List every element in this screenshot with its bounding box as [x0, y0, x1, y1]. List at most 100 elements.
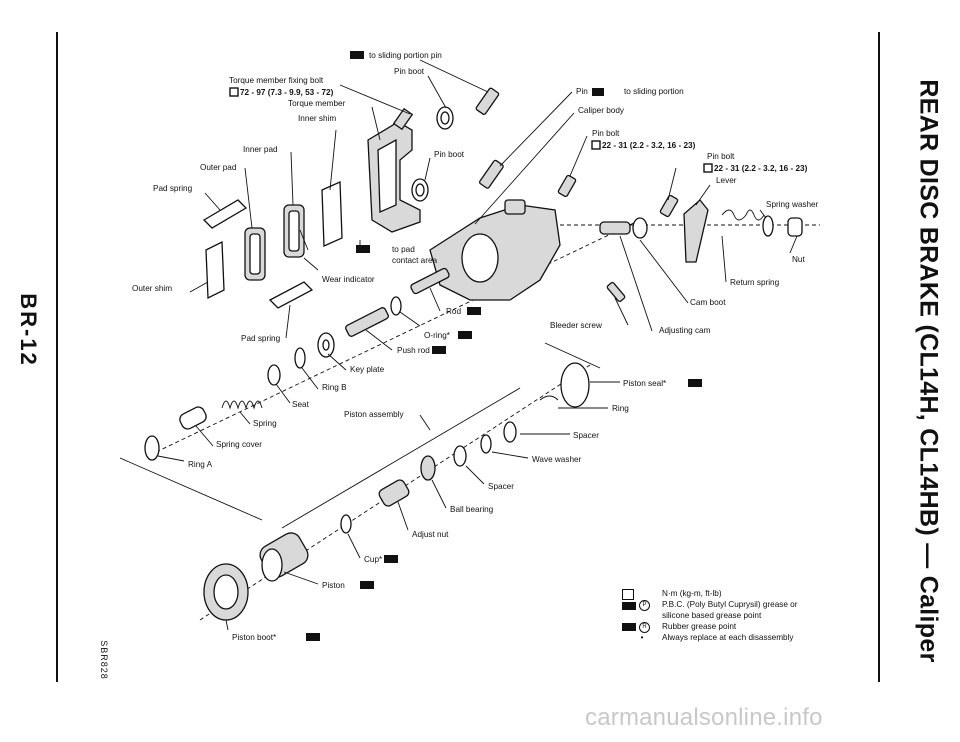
ball-bearing-part: [420, 455, 436, 481]
legend-text: Always replace at each disassembly: [662, 632, 794, 642]
torque-bolt-part: [392, 107, 414, 131]
label-return-spring: Return spring: [730, 278, 780, 287]
frame-top-edge: [544, 342, 601, 369]
grease-badge-icon: [350, 51, 364, 59]
ring-part: [539, 395, 559, 401]
cam-boot-part: [632, 217, 648, 239]
grease-badge-icon: [306, 633, 320, 641]
label-spring-cover: Spring cover: [216, 440, 262, 449]
label-pin-bolt-2-spec: 22 - 31 (2.2 - 3.2, 16 - 23): [714, 164, 808, 173]
label-spacer-2: Spacer: [488, 482, 514, 491]
pad-spring-top-part: [202, 199, 248, 229]
label-torque-member: Torque member: [288, 99, 346, 108]
legend-row: R Rubber grease point: [622, 621, 797, 633]
legend-row: P P.B.C. (Poly Butyl Cuprysil) grease or: [622, 600, 797, 611]
spacer-1-part: [503, 421, 517, 443]
label-cam-boot: Cam boot: [690, 298, 726, 307]
piston-part: [259, 532, 309, 582]
label-wave-washer: Wave washer: [532, 455, 582, 464]
lever-part: [683, 199, 709, 263]
pin-mid-part: [479, 159, 504, 189]
outer-shim-part: [205, 240, 225, 300]
outer-pad-part: [244, 227, 266, 281]
callout-labels: to sliding portion pin Pin boot Torque m…: [132, 51, 819, 642]
grease-p-icon: P: [622, 600, 662, 611]
adjust-nut-part: [378, 479, 410, 507]
torque-wrench-icon: [703, 163, 713, 173]
label-o-ring: O-ring*: [424, 331, 451, 340]
label-ball-bearing: Ball bearing: [450, 505, 494, 514]
pad-spring-bottom-part: [268, 281, 314, 309]
push-rod-part: [345, 307, 389, 337]
frame-left-edge: [119, 457, 263, 521]
pin-bolt-2-part: [659, 194, 679, 218]
grease-badge-icon: [432, 346, 446, 354]
pin-boot-mid-part: [411, 178, 429, 202]
spring-washer-part: [762, 215, 774, 237]
label-cup: Cup*: [364, 555, 383, 564]
ring-b-part: [294, 347, 306, 369]
piston-seal-part: [560, 362, 590, 408]
label-pin-right: Pin: [576, 87, 588, 96]
wave-washer-part: [480, 434, 492, 454]
label-bleeder-screw: Bleeder screw: [550, 321, 602, 330]
spring-part: [221, 400, 263, 410]
label-caliper-body: Caliper body: [578, 106, 625, 115]
label-pin-right-suffix: to sliding portion: [624, 87, 684, 96]
bleeder-screw-part: [606, 281, 626, 303]
legend-row: silicone based grease point: [622, 611, 797, 622]
adjusting-cam-part: [599, 221, 631, 235]
left-rule: [56, 32, 58, 682]
caliper-body-part: [429, 199, 561, 301]
label-inner-pad: Inner pad: [243, 145, 278, 154]
label-push-rod: Push rod: [397, 346, 430, 355]
grease-badge-icon: [384, 555, 398, 563]
label-nut: Nut: [792, 255, 805, 264]
grease-badge-icon: [356, 245, 370, 253]
torque-member-part: [367, 121, 421, 233]
frame-inner-line: [281, 387, 521, 529]
grease-badge-icon: [592, 88, 604, 96]
legend: N·m (kg-m, ft-lb) P P.B.C. (Poly Butyl C…: [622, 589, 797, 643]
leader-lines: [157, 59, 798, 631]
grease-badge-icon: [360, 581, 374, 589]
spacer-2-part: [453, 445, 467, 467]
torque-wrench-icon: [591, 140, 601, 150]
legend-row: N·m (kg-m, ft-lb): [622, 589, 797, 600]
label-adjust-nut: Adjust nut: [412, 530, 449, 539]
rod-part: [410, 267, 450, 295]
label-rod: Rod: [446, 307, 461, 316]
label-adjusting-cam: Adjusting cam: [659, 326, 711, 335]
seat-part: [267, 364, 281, 386]
label-torque-member-bolt: Torque member fixing bolt: [229, 76, 324, 85]
nut-part: [787, 217, 803, 237]
label-pin-bolt-2: Pin bolt: [707, 152, 735, 161]
spring-cover-part: [179, 406, 207, 430]
label-outer-shim: Outer shim: [132, 284, 172, 293]
legend-text: N·m (kg-m, ft-lb): [662, 589, 722, 598]
label-piston: Piston: [322, 581, 345, 590]
label-lever: Lever: [716, 176, 737, 185]
pin-boot-top-part: [436, 106, 454, 130]
cup-part: [340, 514, 352, 534]
piston-boot-part: [203, 563, 249, 621]
grease-badge-icon: [467, 307, 481, 315]
label-pad-spring-bottom: Pad spring: [241, 334, 281, 343]
torque-wrench-icon: [622, 589, 662, 600]
label-pin-boot-mid: Pin boot: [434, 150, 465, 159]
label-piston-seal: Piston seal*: [623, 379, 667, 388]
torque-wrench-icon: [229, 87, 239, 97]
label-spacer-1: Spacer: [573, 431, 599, 440]
label-ring-a: Ring A: [188, 460, 213, 469]
label-contact-area: contact area: [392, 256, 438, 265]
legend-text: P.B.C. (Poly Butyl Cuprysil) grease or: [662, 600, 798, 609]
label-pin-bolt-1-spec: 22 - 31 (2.2 - 3.2, 16 - 23): [602, 141, 696, 150]
label-pin-bolt-1: Pin bolt: [592, 129, 620, 138]
label-spring-washer: Spring washer: [766, 200, 819, 209]
label-pin-boot-top: Pin boot: [394, 67, 425, 76]
legend-text: silicone based grease point: [662, 611, 762, 620]
label-inner-shim: Inner shim: [298, 114, 336, 123]
label-ring: Ring: [612, 404, 629, 413]
wear-indicator-part: [299, 229, 309, 251]
